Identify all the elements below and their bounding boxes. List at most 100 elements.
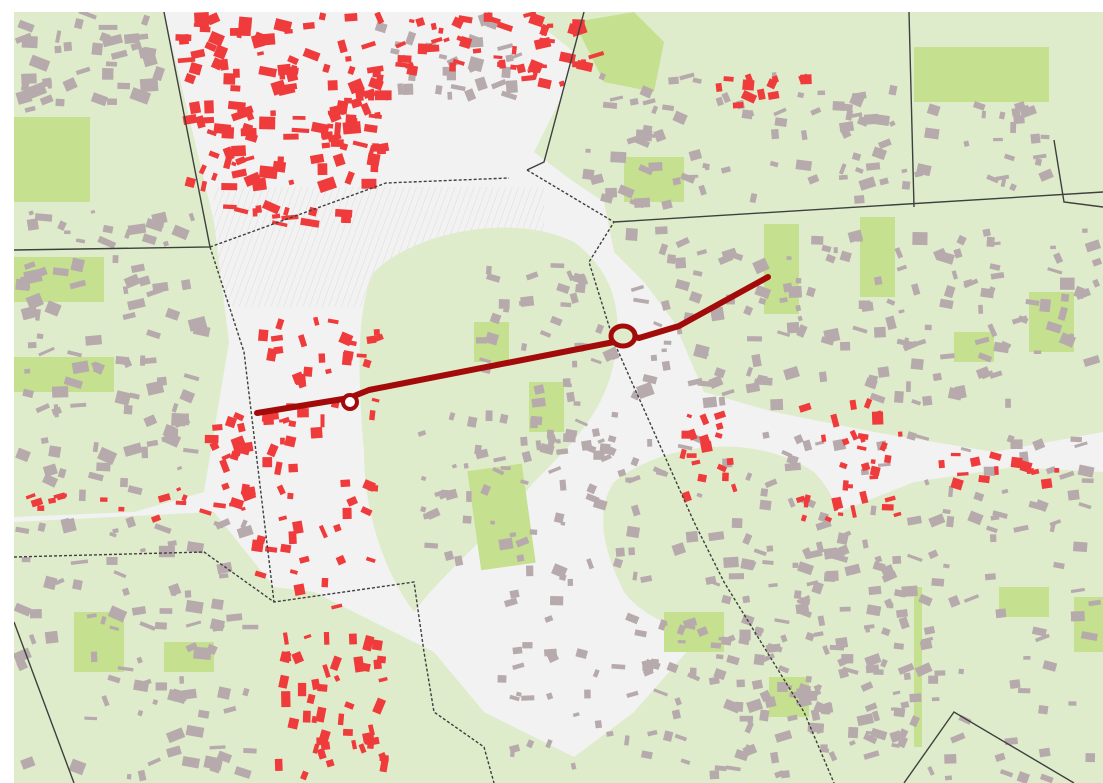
building xyxy=(520,295,535,307)
building xyxy=(756,88,766,101)
building xyxy=(53,404,59,418)
building xyxy=(122,286,129,295)
building xyxy=(746,698,764,714)
building xyxy=(849,92,865,108)
building xyxy=(1075,287,1092,300)
boundary-line xyxy=(1053,139,1103,208)
building xyxy=(710,642,722,649)
building xyxy=(539,330,552,338)
building xyxy=(753,548,767,557)
building xyxy=(1074,441,1088,449)
building xyxy=(171,402,179,413)
building xyxy=(858,176,877,191)
building xyxy=(378,676,388,683)
building xyxy=(333,674,341,682)
building xyxy=(998,111,1006,120)
building xyxy=(20,81,30,92)
building xyxy=(850,504,857,518)
building xyxy=(25,493,36,500)
building xyxy=(53,493,68,499)
park xyxy=(74,612,124,672)
building xyxy=(546,429,554,437)
building xyxy=(197,709,210,719)
building xyxy=(742,743,758,757)
building xyxy=(23,261,36,270)
building xyxy=(947,387,963,401)
building xyxy=(234,766,252,779)
building xyxy=(906,431,917,441)
building xyxy=(155,682,167,691)
building xyxy=(1081,478,1094,484)
building xyxy=(779,297,788,303)
building xyxy=(430,37,443,44)
building xyxy=(810,709,821,722)
building xyxy=(137,769,147,782)
building xyxy=(986,525,998,534)
building xyxy=(838,121,855,133)
building xyxy=(672,177,682,186)
building xyxy=(693,343,710,360)
building xyxy=(906,515,922,526)
building xyxy=(507,52,523,61)
building xyxy=(107,674,121,684)
building xyxy=(334,208,353,218)
building xyxy=(767,90,780,100)
building xyxy=(75,66,91,76)
building xyxy=(188,101,202,115)
building xyxy=(273,346,284,355)
building xyxy=(344,125,353,131)
building xyxy=(774,770,785,779)
park xyxy=(14,117,90,202)
building xyxy=(493,55,503,60)
transit-route[interactable] xyxy=(254,274,771,416)
building xyxy=(726,654,740,666)
station-marker[interactable] xyxy=(341,393,359,411)
building xyxy=(795,304,802,312)
building xyxy=(652,466,669,478)
building xyxy=(870,727,888,741)
building xyxy=(1067,489,1080,501)
building xyxy=(894,247,904,259)
building xyxy=(990,241,1001,246)
building xyxy=(204,41,218,52)
building xyxy=(1054,467,1060,473)
building xyxy=(231,161,237,167)
station-marker[interactable] xyxy=(608,323,638,349)
building xyxy=(362,358,372,369)
building xyxy=(452,58,465,66)
building xyxy=(575,284,586,294)
building xyxy=(100,497,108,502)
building xyxy=(909,693,922,703)
building xyxy=(934,670,946,676)
building xyxy=(581,59,586,69)
building xyxy=(240,155,255,163)
map-canvas[interactable] xyxy=(14,12,1103,783)
building xyxy=(756,376,773,386)
building xyxy=(443,550,455,562)
building xyxy=(39,94,54,106)
building xyxy=(849,429,859,441)
building xyxy=(662,730,674,742)
building xyxy=(97,235,117,249)
building xyxy=(863,398,873,409)
building xyxy=(800,74,812,85)
building xyxy=(841,530,852,538)
building xyxy=(85,334,103,346)
building xyxy=(287,717,300,730)
building xyxy=(474,76,488,92)
building xyxy=(223,73,236,85)
building xyxy=(117,666,134,672)
building xyxy=(558,80,566,87)
map-viewport[interactable] xyxy=(14,12,1103,783)
building xyxy=(793,590,802,600)
building xyxy=(339,142,349,151)
building xyxy=(179,676,185,684)
building xyxy=(57,220,67,231)
building xyxy=(270,334,284,342)
building xyxy=(1009,679,1021,689)
building xyxy=(865,730,875,735)
building xyxy=(923,625,936,635)
building xyxy=(38,524,44,529)
building xyxy=(950,732,966,744)
building xyxy=(810,107,822,116)
